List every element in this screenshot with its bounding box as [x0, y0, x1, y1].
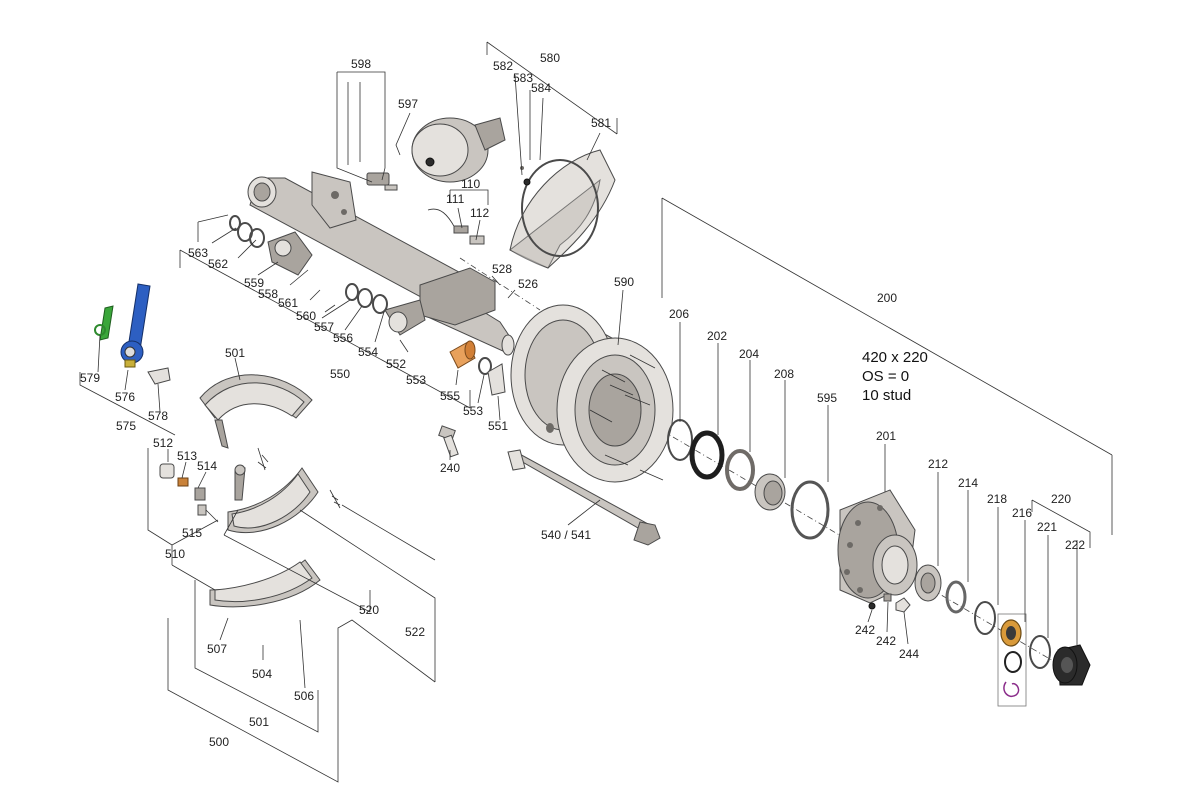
- hub-seals: [667, 419, 830, 540]
- label-111: 111: [446, 192, 465, 206]
- label-514: 514: [197, 459, 217, 473]
- outer-bearings: [914, 564, 996, 635]
- slack-adjuster: [94, 283, 171, 385]
- label-504: 504: [252, 667, 272, 681]
- hub-cap: [1029, 635, 1091, 686]
- label-563: 563: [188, 246, 208, 260]
- label-595: 595: [817, 391, 837, 405]
- label-578: 578: [148, 409, 168, 423]
- seals-left: [229, 215, 388, 314]
- label-597: 597: [398, 97, 418, 111]
- label-540-541: 540 / 541: [541, 528, 591, 542]
- wheel-hub: [837, 489, 918, 604]
- spec-block: 420 x 220 OS = 0 10 stud: [862, 349, 928, 404]
- brake-shoe-upper: [199, 374, 313, 449]
- leader-lines: [79, 41, 1113, 783]
- label-242b: 242: [876, 634, 896, 648]
- label-221: 221: [1037, 520, 1057, 534]
- label-222: 222: [1065, 538, 1085, 552]
- label-562: 562: [208, 257, 228, 271]
- label-506: 506: [294, 689, 314, 703]
- label-204: 204: [739, 347, 759, 361]
- label-216: 216: [1012, 506, 1032, 520]
- label-558: 558: [258, 287, 278, 301]
- label-214: 214: [958, 476, 978, 490]
- camshaft: [507, 449, 661, 546]
- label-112: 112: [470, 206, 489, 220]
- label-528: 528: [492, 262, 512, 276]
- axle-beam: [247, 171, 515, 356]
- spec-offset: OS = 0: [862, 368, 909, 385]
- label-212: 212: [928, 457, 948, 471]
- label-551: 551: [488, 419, 508, 433]
- label-220: 220: [1051, 492, 1071, 506]
- chamber-bracket-598: [366, 172, 398, 191]
- label-510: 510: [165, 547, 185, 561]
- label-206: 206: [669, 307, 689, 321]
- hub-bolts: [868, 593, 911, 613]
- label-500: 500: [209, 735, 229, 749]
- bolt-240: [438, 425, 459, 458]
- label-507: 507: [207, 642, 227, 656]
- label-590: 590: [614, 275, 634, 289]
- part-labels: 598 597 580 582 583 584 581 110 111 112 …: [80, 51, 1085, 749]
- label-584: 584: [531, 81, 551, 95]
- label-559: 559: [244, 276, 264, 290]
- label-242a: 242: [855, 623, 875, 637]
- brake-chamber: [411, 117, 506, 183]
- label-557: 557: [314, 320, 334, 334]
- label-561: 561: [278, 296, 298, 310]
- label-556: 556: [333, 331, 353, 345]
- label-554: 554: [358, 345, 378, 359]
- label-110: 110: [461, 177, 480, 191]
- label-501b: 501: [249, 715, 269, 729]
- label-208: 208: [774, 367, 794, 381]
- label-581: 581: [591, 116, 611, 130]
- label-513: 513: [177, 449, 197, 463]
- label-598: 598: [351, 57, 371, 71]
- label-575: 575: [116, 419, 136, 433]
- label-580: 580: [540, 51, 560, 65]
- camshaft-bushing: [449, 340, 506, 396]
- label-244: 244: [899, 647, 919, 661]
- label-550: 550: [330, 367, 350, 381]
- label-576: 576: [115, 390, 135, 404]
- return-springs: [234, 447, 341, 509]
- wheel-studs: [589, 354, 664, 481]
- label-240: 240: [440, 461, 460, 475]
- label-526: 526: [518, 277, 538, 291]
- spec-studs: 10 stud: [862, 387, 911, 404]
- label-579: 579: [80, 371, 100, 385]
- label-512: 512: [153, 436, 173, 450]
- label-555: 555: [440, 389, 460, 403]
- label-553a: 553: [406, 373, 426, 387]
- shoe-rollers: [159, 463, 207, 516]
- label-520: 520: [359, 603, 379, 617]
- label-560: 560: [296, 309, 316, 323]
- label-553b: 553: [463, 404, 483, 418]
- label-202: 202: [707, 329, 727, 343]
- label-218: 218: [987, 492, 1007, 506]
- label-583: 583: [513, 71, 533, 85]
- brake-drum: [510, 304, 674, 483]
- brake-shoe-middle: [227, 467, 319, 534]
- spec-size: 420 x 220: [862, 349, 928, 366]
- axle-nut-group: [997, 613, 1027, 707]
- label-552: 552: [386, 357, 406, 371]
- label-501a: 501: [225, 346, 245, 360]
- brake-shoe-lower: [209, 559, 321, 608]
- label-515: 515: [182, 526, 202, 540]
- label-200: 200: [877, 291, 897, 305]
- label-201: 201: [876, 429, 896, 443]
- label-522: 522: [405, 625, 425, 639]
- label-582: 582: [493, 59, 513, 73]
- dust-cover: [509, 149, 616, 269]
